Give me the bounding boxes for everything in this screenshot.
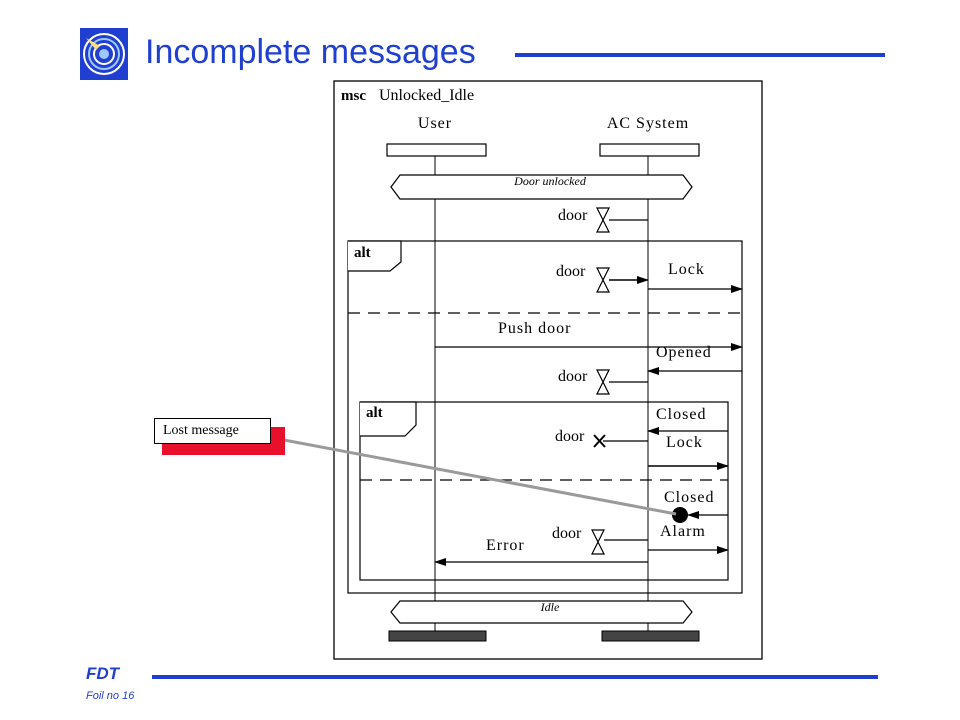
callout-box: Lost message	[154, 418, 271, 444]
msg-opened: Opened	[656, 344, 712, 361]
msc-frame	[333, 80, 763, 660]
alt-label-inner: alt	[366, 405, 383, 421]
footer-foil-number: Foil no 16	[86, 690, 135, 702]
msg-door-5: door	[552, 525, 582, 542]
target-icon	[80, 28, 128, 80]
condition-door-unlocked-label: Door unlocked	[513, 174, 587, 188]
instance-user-head	[386, 143, 487, 157]
msg-closed-1: Closed	[656, 406, 706, 423]
condition-idle-label: Idle	[540, 600, 560, 614]
callout-pointer	[267, 435, 677, 516]
instance-ac-system-head	[599, 143, 700, 157]
timer-hourglass-icon	[596, 267, 610, 293]
msg-lock-1: Lock	[668, 261, 705, 278]
alt-tag-inner	[360, 401, 417, 437]
alt-label-outer: alt	[354, 245, 371, 261]
msg-door-1: door	[558, 207, 588, 224]
msg-error: Error	[486, 537, 525, 554]
alt-frame-outer	[347, 240, 743, 594]
alt-tag-outer	[348, 240, 402, 272]
instance-ac-system-label: AC System	[607, 115, 689, 132]
msg-push-door: Push door	[498, 320, 571, 337]
timer-hourglass-icon	[591, 529, 605, 555]
footer-rule	[152, 675, 878, 679]
slide-title: Incomplete messages	[145, 33, 476, 71]
msg-door-2: door	[556, 263, 586, 280]
condition-idle	[390, 600, 693, 624]
instance-user-label: User	[418, 115, 452, 132]
timer-reset-cross-icon	[593, 434, 606, 448]
callout-label: Lost message	[163, 423, 239, 438]
alt-frame-inner	[359, 401, 729, 581]
timer-hourglass-icon	[596, 369, 610, 395]
instance-user-end	[388, 630, 487, 642]
instance-ac-system-end	[601, 630, 700, 642]
msc-name: Unlocked_Idle	[379, 87, 474, 104]
msg-door-3: door	[558, 368, 588, 385]
timer-hourglass-icon	[596, 207, 610, 233]
msg-closed-2: Closed	[664, 489, 714, 506]
logo	[80, 28, 128, 80]
condition-door-unlocked	[390, 174, 693, 200]
msc-keyword: msc	[341, 88, 366, 104]
msg-door-4: door	[555, 428, 585, 445]
lost-message-dot	[672, 507, 688, 523]
msg-lock-2: Lock	[666, 434, 703, 451]
footer-course-name: FDT	[86, 664, 120, 683]
title-rule	[515, 53, 885, 57]
msg-alarm: Alarm	[660, 523, 706, 540]
